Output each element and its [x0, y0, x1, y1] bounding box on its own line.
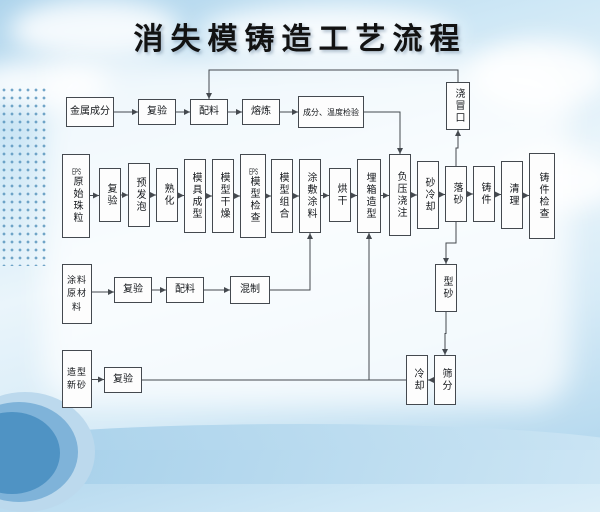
flow-edge-shakeout-to-riser	[455, 130, 461, 166]
flow-node-label: 复验	[123, 284, 143, 295]
flow-node-recheck-coating: 复验	[114, 277, 152, 303]
flow-node-model-assembly: 模型组合	[271, 159, 293, 233]
flow-node-mold-forming: 模具成型	[184, 159, 206, 233]
flow-node-label: EPS模型检查	[248, 168, 259, 224]
flow-node-label: 熔炼	[251, 106, 271, 117]
flow-node-box-molding: 埋箱造型	[357, 159, 381, 233]
flow-node-label: 预发泡	[134, 177, 145, 213]
flow-node-label: 涂料原材料	[66, 274, 87, 312]
flow-node-label: 型砂	[441, 276, 452, 300]
flow-node-sand-cooling: 砂冷却	[417, 161, 439, 229]
flow-node-recheck-metal: 复验	[138, 99, 176, 125]
flow-node-label: 筛分	[440, 368, 451, 392]
flow-node-pre-foaming: 预发泡	[128, 163, 150, 227]
flow-node-cooling: 冷却	[406, 355, 428, 405]
flow-node-new-sand: 造型新砂	[62, 350, 92, 408]
flowchart-connectors	[90, 69, 529, 383]
flow-node-vacuum-pouring: 负压浇注	[389, 154, 411, 236]
flow-node-label: 复验	[147, 106, 167, 117]
flow-node-label: 配料	[175, 284, 195, 295]
flow-node-metal-composition: 金属成分	[66, 97, 114, 127]
flow-node-recheck-sand: 复验	[104, 367, 142, 393]
flow-node-label: 负压浇注	[395, 171, 406, 219]
flow-node-temp-check: 成分、温度检验	[298, 96, 364, 128]
flow-node-label: 金属成分	[70, 106, 110, 117]
flow-node-cleaning: 清理	[501, 161, 523, 229]
flow-node-melting: 熔炼	[242, 99, 280, 125]
flow-node-label: 浇冒口	[453, 88, 464, 124]
flow-node-eps-model-check: EPS模型检查	[240, 154, 266, 238]
flow-node-label: 烘干	[335, 183, 346, 207]
flow-node-label: 模型干燥	[218, 172, 229, 220]
flow-node-curing: 熟化	[156, 168, 178, 222]
flow-node-recheck-eps: 复验	[99, 168, 121, 222]
flow-node-label: 模型组合	[277, 172, 288, 220]
flow-node-label: 复验	[113, 374, 133, 385]
flow-node-riser: 浇冒口	[446, 82, 470, 130]
flow-node-label: 铸件检查	[537, 172, 548, 220]
flow-node-batching-metal: 配料	[190, 99, 228, 125]
flow-node-mixing: 混制	[230, 276, 270, 304]
cloud	[10, 0, 180, 60]
flow-node-label: 冷却	[412, 368, 423, 392]
flow-node-model-drying: 模型干燥	[212, 159, 234, 233]
flow-node-coating-raw: 涂料原材料	[62, 264, 92, 324]
flow-node-label: 清理	[507, 183, 518, 207]
flow-node-eps-beads: EPS原始珠粒	[62, 154, 90, 238]
slide-title: 消失模铸造工艺流程	[133, 23, 467, 56]
flow-node-casting: 铸件	[473, 166, 495, 222]
flow-node-shakeout: 落砂	[445, 166, 467, 222]
flow-node-label: 成分、温度检验	[303, 107, 359, 117]
dot-pattern	[0, 86, 50, 266]
flow-node-label: 铸件	[479, 182, 490, 206]
flow-node-drying: 烘干	[329, 168, 351, 222]
flow-node-screening: 筛分	[434, 355, 456, 405]
flow-node-molding-sand: 型砂	[435, 264, 457, 312]
cloud	[200, 6, 460, 61]
flow-node-label: 落砂	[451, 182, 462, 206]
flow-node-label: 混制	[240, 284, 260, 295]
flow-node-label: 埋箱造型	[364, 172, 375, 220]
flow-edge-shakeout-to-molding-sand	[443, 222, 457, 264]
flow-node-coating-apply: 涂敷涂料	[299, 159, 321, 233]
flow-node-label: 复验	[105, 183, 116, 207]
flow-node-label: 造型新砂	[66, 366, 87, 391]
flow-edge-molding-sand-to-screening	[442, 312, 448, 355]
flow-edge-cooling-to-box-molding	[366, 233, 406, 381]
flow-node-label: 配料	[199, 106, 219, 117]
flow-edge-riser-to-batching-metal	[206, 69, 459, 99]
flow-edge-temp-check-to-vacuum-pouring	[364, 111, 403, 154]
flow-node-casting-inspection: 铸件检查	[529, 153, 555, 239]
flow-node-label: EPS原始珠粒	[71, 168, 82, 224]
flow-node-label: 模具成型	[190, 172, 201, 220]
flow-edge-mixing-to-coating-apply	[270, 233, 313, 291]
flow-node-label: 砂冷却	[423, 177, 434, 213]
flow-node-label: 熟化	[162, 183, 173, 207]
flow-node-label: 涂敷涂料	[305, 172, 316, 220]
flow-node-batching-coating: 配料	[166, 277, 204, 303]
